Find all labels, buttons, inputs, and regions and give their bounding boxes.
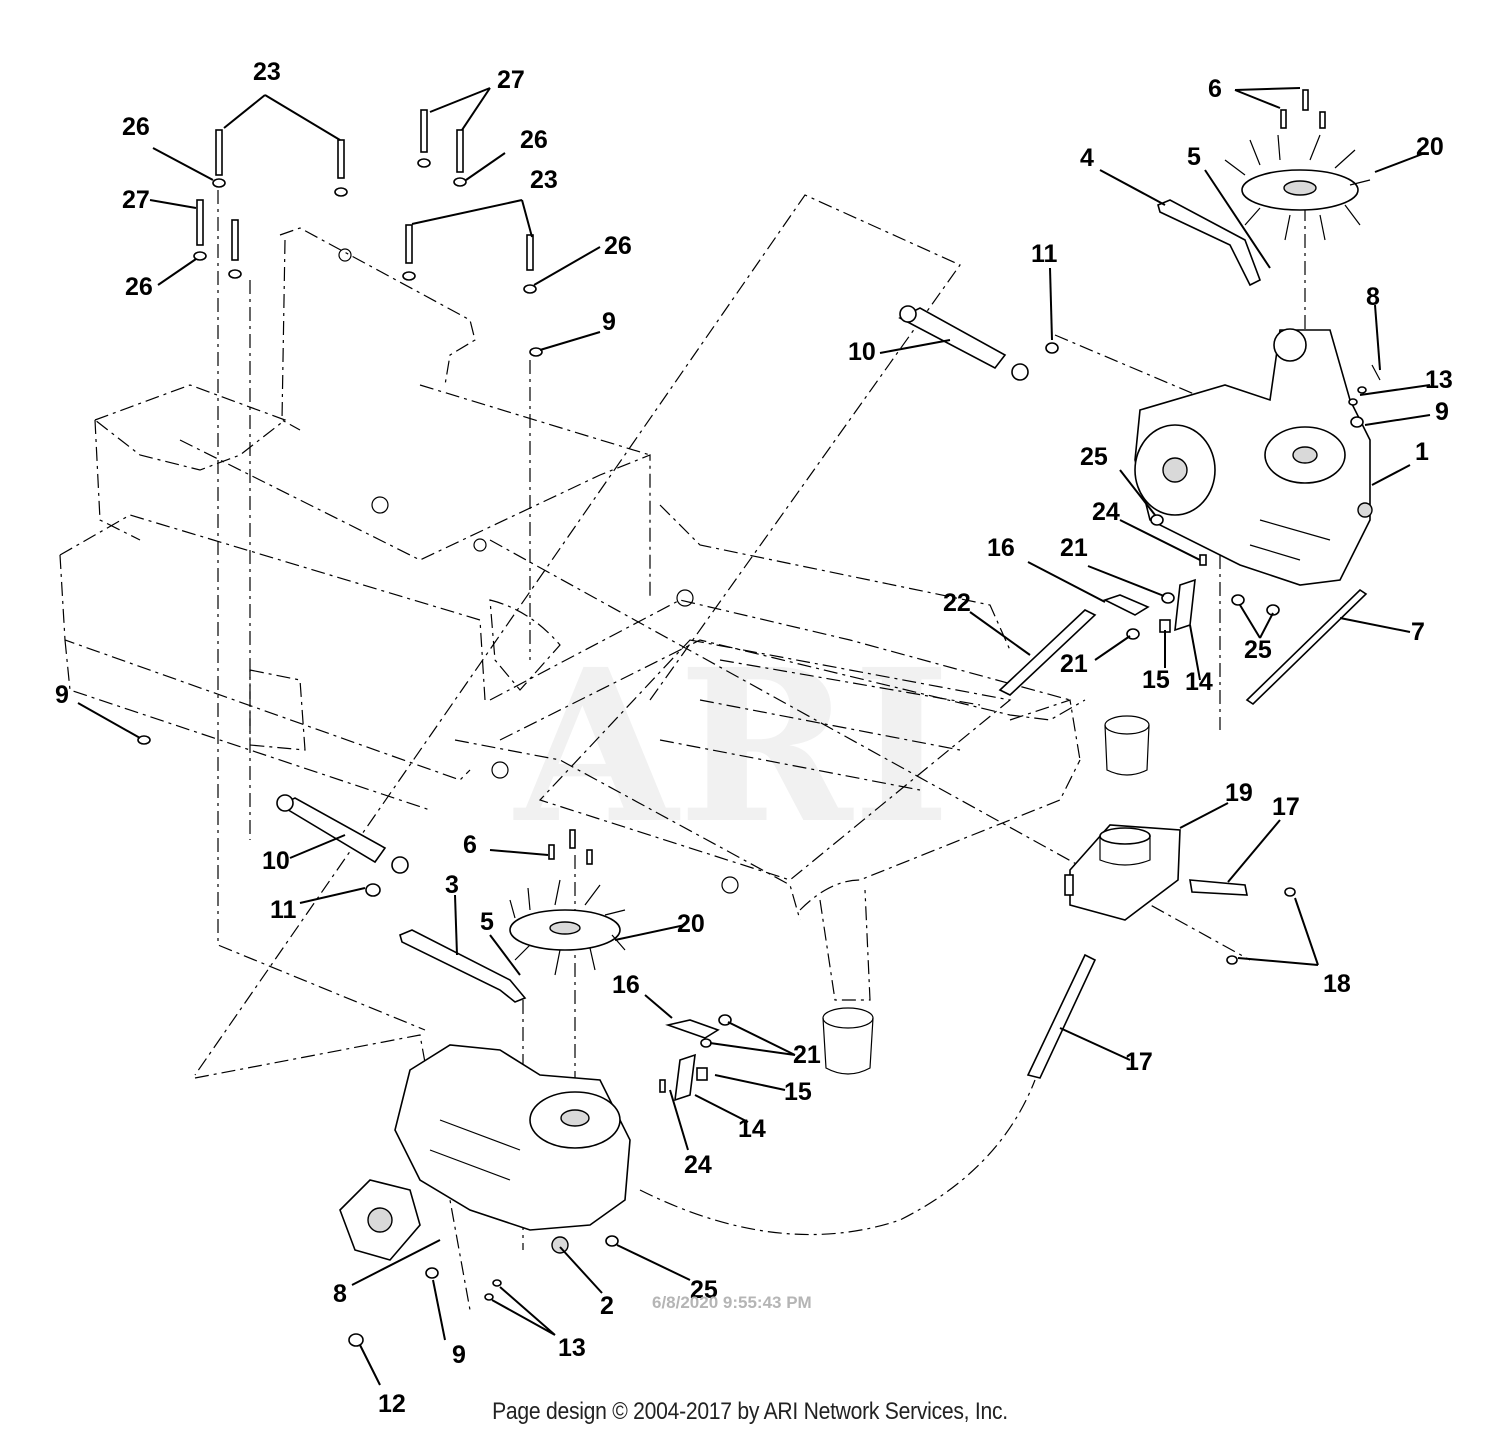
callout-1[interactable]: 1 — [1415, 438, 1429, 466]
callout-27[interactable]: 27 — [122, 186, 150, 214]
callout-8[interactable]: 8 — [1366, 283, 1380, 311]
callout-19[interactable]: 19 — [1225, 779, 1253, 807]
callout-20[interactable]: 20 — [1416, 133, 1444, 161]
callouts: 23 26 27 26 27 26 23 26 9 6 20 4 5 11 10… — [55, 58, 1453, 1418]
callout-13[interactable]: 13 — [1425, 366, 1453, 394]
callout-8[interactable]: 8 — [333, 1280, 347, 1308]
callout-10[interactable]: 10 — [848, 338, 876, 366]
callout-26[interactable]: 26 — [604, 232, 632, 260]
callout-22[interactable]: 22 — [943, 589, 971, 617]
callout-9[interactable]: 9 — [452, 1341, 466, 1369]
callout-7[interactable]: 7 — [1411, 618, 1425, 646]
callout-9[interactable]: 9 — [602, 308, 616, 336]
callout-17[interactable]: 17 — [1272, 793, 1300, 821]
ari-watermark: ARI — [513, 623, 951, 870]
callout-23[interactable]: 23 — [253, 58, 281, 86]
callout-27[interactable]: 27 — [497, 66, 525, 94]
callout-25[interactable]: 25 — [1080, 443, 1108, 471]
top-hardware — [137, 109, 543, 745]
callout-12[interactable]: 12 — [378, 1390, 406, 1418]
callout-25[interactable]: 25 — [1244, 636, 1272, 664]
callout-16[interactable]: 16 — [987, 534, 1015, 562]
callout-6[interactable]: 6 — [1208, 75, 1222, 103]
callout-5[interactable]: 5 — [480, 908, 494, 936]
callout-26[interactable]: 26 — [122, 113, 150, 141]
callout-6[interactable]: 6 — [463, 831, 477, 859]
callout-10[interactable]: 10 — [262, 847, 290, 875]
callout-5[interactable]: 5 — [1187, 143, 1201, 171]
callout-15[interactable]: 15 — [1142, 666, 1170, 694]
callout-3[interactable]: 3 — [445, 871, 459, 899]
callout-21[interactable]: 21 — [793, 1041, 821, 1069]
callout-26[interactable]: 26 — [520, 126, 548, 154]
print-timestamp: 6/8/2020 9:55:43 PM — [652, 1293, 812, 1312]
callout-21[interactable]: 21 — [1060, 534, 1088, 562]
callout-25[interactable]: 25 — [690, 1276, 718, 1304]
leader-lines — [77, 87, 1431, 1386]
callout-2[interactable]: 2 — [600, 1292, 614, 1320]
callout-15[interactable]: 15 — [784, 1078, 812, 1106]
callout-13[interactable]: 13 — [558, 1334, 586, 1362]
fuel-tank-assembly — [1026, 824, 1296, 1079]
callout-21[interactable]: 21 — [1060, 650, 1088, 678]
right-transaxle — [898, 89, 1381, 706]
callout-9[interactable]: 9 — [1435, 398, 1449, 426]
callout-14[interactable]: 14 — [738, 1115, 766, 1143]
left-transaxle — [276, 794, 732, 1347]
callout-16[interactable]: 16 — [612, 971, 640, 999]
callout-4[interactable]: 4 — [1080, 144, 1094, 172]
callout-23[interactable]: 23 — [530, 166, 558, 194]
callout-18[interactable]: 18 — [1323, 970, 1351, 998]
copyright-footer: Page design © 2004-2017 by ARI Network S… — [492, 1398, 1008, 1425]
callout-20[interactable]: 20 — [677, 910, 705, 938]
callout-26[interactable]: 26 — [125, 273, 153, 301]
callout-11[interactable]: 11 — [270, 896, 297, 924]
callout-24[interactable]: 24 — [1092, 498, 1120, 526]
callout-14[interactable]: 14 — [1185, 668, 1213, 696]
callout-17[interactable]: 17 — [1125, 1048, 1153, 1076]
callout-11[interactable]: 11 — [1031, 240, 1058, 268]
callout-9[interactable]: 9 — [55, 681, 69, 709]
callout-24[interactable]: 24 — [684, 1151, 712, 1179]
